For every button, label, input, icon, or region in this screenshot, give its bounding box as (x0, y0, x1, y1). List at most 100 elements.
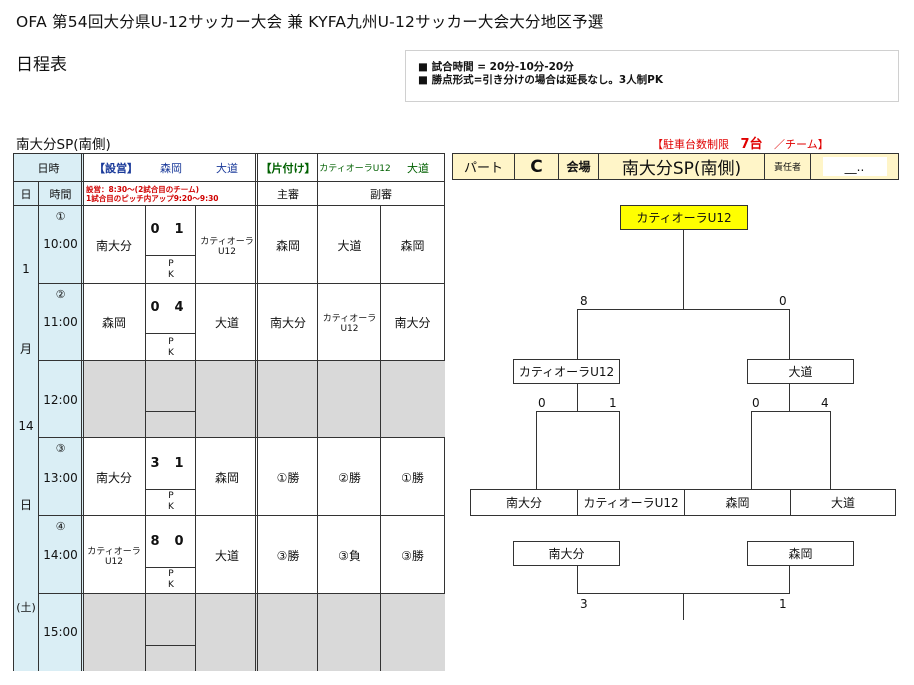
final-right-score: 0 (779, 294, 787, 308)
parking-limit: 【駐車台数制限 7台 ／チーム】 (652, 133, 829, 152)
schedule-table: 日時 【設営】 森岡 大道 【片付け】 カティオーラU12 大道 日 時間 設営… (13, 153, 445, 671)
header-datetime: 日時 (37, 161, 60, 175)
bracket-team-1: 南大分 (471, 490, 578, 515)
date-month: 月 (19, 341, 32, 356)
header-cleanup-team1: カティオーラU12 (319, 164, 391, 174)
header-setup-team1: 森岡 (160, 161, 182, 175)
setup-note: 設営：8:30～(2試合目のチーム) 1試合目のピッチ内アップ9:20～9:30 (84, 181, 258, 206)
date-month-num: 1 (22, 262, 30, 276)
setup-note-line1: 設営：8:30～(2試合目のチーム) (86, 184, 200, 194)
pk-label-k-2: K (168, 348, 174, 358)
match-assistant2-4: ①勝 (401, 470, 424, 485)
rule-match-time: ■ 試合時間 = 20分-10分-20分 (418, 61, 574, 73)
venue-label: 会場 (559, 154, 599, 179)
match-assistant2-2: 南大分 (394, 316, 431, 330)
pk-label-p-4: P (168, 491, 174, 501)
semi-left-score-b: 1 (609, 396, 617, 410)
third-left-score: 3 (580, 597, 588, 611)
venue-title: 南大分SP(南側) (16, 137, 111, 153)
match-referee-2: 南大分 (269, 316, 306, 330)
header-cleanup-team2: 大道 (407, 161, 429, 175)
bracket-semi-right: 大道 (747, 359, 854, 384)
match-home-score-1: 0 (150, 221, 168, 237)
match-home-4: 南大分 (95, 470, 132, 485)
third-right-score: 1 (779, 597, 787, 611)
match-time-4: 13:00 (43, 471, 78, 485)
match-referee-1: 森岡 (275, 238, 300, 253)
match-referee-5: ③勝 (276, 548, 300, 563)
match-assistant2-1: 森岡 (400, 238, 425, 253)
match-time-1: 10:00 (43, 237, 78, 251)
bracket-team-4: 大道 (830, 496, 855, 510)
header-assistant: 副審 (370, 187, 392, 201)
match-assistant1-2: カティオーラU12 (322, 314, 377, 334)
time-column-bg (38, 181, 83, 671)
header-referee: 主審 (277, 187, 299, 201)
match-away-5: 大道 (214, 548, 239, 563)
match-home-1: 南大分 (95, 238, 132, 253)
bracket-header: パート C 会場 南大分SP(南側) 責任者 __.. (452, 153, 899, 180)
pk-label-k-1: K (168, 270, 174, 280)
bracket-third-right: 森岡 (747, 541, 854, 566)
bracket-third-left: 南大分 (513, 541, 620, 566)
empty-row-15 (83, 594, 445, 671)
page-subtitle: 日程表 (16, 55, 67, 75)
match-assistant1-5: ③負 (338, 548, 361, 563)
semi-left-score-a: 0 (538, 396, 546, 410)
parking-count: 7台 (740, 137, 763, 152)
date-day: 日 (19, 497, 32, 512)
pk-label-p-1: P (168, 259, 174, 269)
bracket-team-row: 南大分 カティオーラU12 森岡 大道 (470, 489, 896, 516)
match-no-4: ③ (55, 441, 66, 455)
header-setup-team2: 大道 (216, 161, 238, 175)
bracket-team-3: 森岡 (685, 490, 791, 515)
match-time-6: 15:00 (43, 625, 78, 639)
match-home-5: カティオーラU12 (87, 546, 141, 567)
manager-value: __.. (822, 157, 887, 176)
bracket-team-2: カティオーラU12 (578, 490, 685, 515)
match-no-1: ① (55, 209, 66, 223)
parking-suffix: ／チーム】 (774, 138, 829, 151)
match-away-4: 森岡 (214, 470, 239, 485)
header-cleanup: 【片付け】 (260, 161, 316, 175)
match-referee-4: ①勝 (276, 470, 300, 485)
semi-right-score-b: 4 (821, 396, 829, 410)
tournament-title: OFA 第54回大分県U-12サッカー大会 兼 KYFA九州U-12サッカー大会… (16, 13, 604, 31)
semi-right-score-a: 0 (752, 396, 760, 410)
pk-label-p-2: P (168, 337, 174, 347)
match-home-2: 森岡 (101, 316, 126, 330)
pk-label-k-5: K (168, 580, 174, 590)
part-label: パート (453, 154, 515, 179)
date-column-bg (14, 181, 38, 671)
venue-value: 南大分SP(南側) (599, 154, 765, 179)
match-away-score-5: 0 (174, 533, 192, 549)
match-assistant1-1: 大道 (337, 238, 362, 253)
header-day: 日 (20, 187, 32, 201)
match-away-1: カティオーラU12 (200, 236, 254, 257)
date-day-num: 14 (18, 419, 34, 433)
match-home-score-5: 8 (150, 533, 168, 549)
pk-label-k-4: K (168, 502, 174, 512)
match-away-score-4: 1 (174, 455, 192, 471)
empty-row-12 (83, 361, 445, 438)
header-setup: 【設営】 (94, 161, 138, 175)
rule-points: ■ 勝点形式=引き分けの場合は延長なし。3人制PK (418, 74, 664, 86)
match-home-score-2: 0 (150, 299, 168, 315)
header-time: 時間 (49, 187, 72, 201)
match-no-5: ④ (55, 519, 66, 533)
part-value: C (515, 154, 559, 179)
match-assistant2-5: ③勝 (401, 548, 424, 563)
rules-box: ■ 試合時間 = 20分-10分-20分 ■ 勝点形式=引き分けの場合は延長なし… (405, 50, 899, 102)
date-weekday: (土) (16, 601, 36, 614)
bracket-champion: カティオーラU12 (620, 205, 748, 230)
match-time-3: 12:00 (43, 393, 78, 407)
match-away-2: 大道 (214, 316, 239, 330)
setup-note-line2: 1試合目のピッチ内アップ9:20～9:30 (86, 193, 219, 203)
parking-prefix: 【駐車台数制限 (652, 138, 729, 151)
manager-label: 責任者 (765, 154, 811, 179)
match-assistant1-4: ②勝 (338, 470, 361, 485)
match-time-5: 14:00 (43, 548, 78, 562)
final-left-score: 8 (580, 294, 588, 308)
match-time-2: 11:00 (43, 315, 78, 329)
match-away-score-1: 1 (174, 221, 192, 237)
